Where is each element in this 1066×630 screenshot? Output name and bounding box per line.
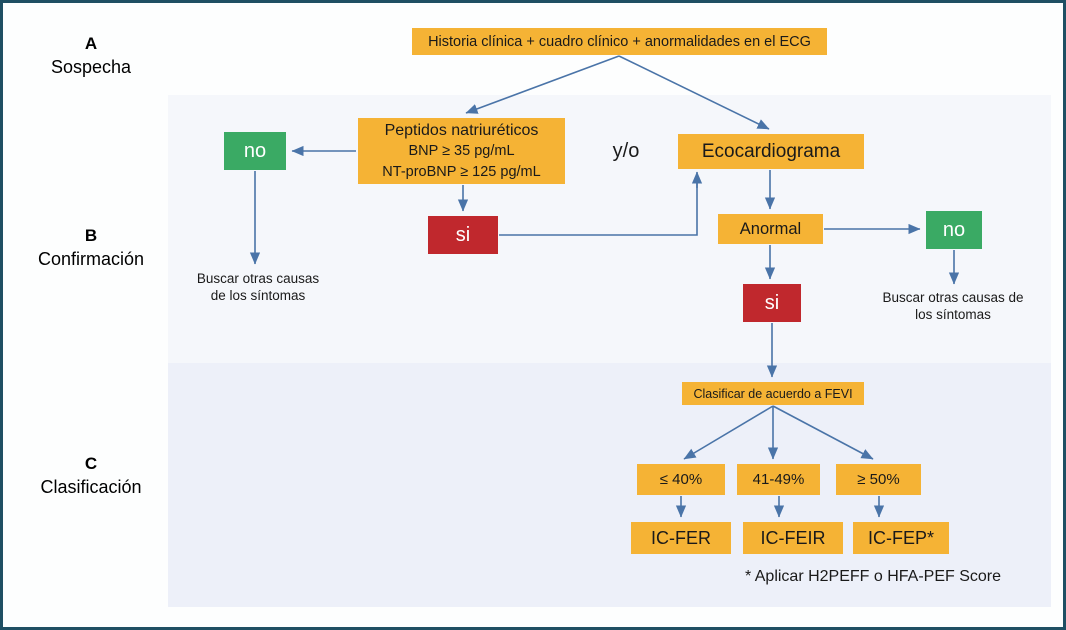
peptidos-line-1: Peptidos natriuréticos [384,121,539,139]
node-ic-fer: IC-FER [631,522,731,554]
node-fevi-intermedia: 41-49% [737,464,820,495]
section-letter-a: A [84,34,98,53]
node-anormal: Anormal [718,214,823,244]
section-label-c: C Clasificación [11,453,171,499]
node-no-anormal: no [926,211,982,249]
node-si-anormal: si [743,284,801,322]
node-no-peptidos: no [224,132,286,170]
node-ecocardiograma: Ecocardiograma [678,134,864,169]
node-fevi-preservada: ≥ 50% [836,464,921,495]
peptidos-line-2: BNP ≥ 35 pg/mL [408,142,515,159]
section-letter-b: B [84,226,98,245]
section-label-b: B Confirmación [11,225,171,271]
note-left-line-2: de los síntomas [210,288,306,303]
note-right-line-2: los síntomas [915,307,991,322]
section-name-a: Sospecha [50,57,132,77]
peptidos-line-3: NT-proBNP ≥ 125 pg/mL [382,163,541,180]
label-y-o: y/o [612,140,640,162]
section-label-a: A Sospecha [11,33,171,79]
note-right-line-1: Buscar otras causas de [882,290,1024,305]
section-name-b: Confirmación [37,249,145,269]
node-ic-feir: IC-FEIR [743,522,843,554]
note-buscar-otras-causas-izquierda: Buscar otras causas de los síntomas [178,270,338,304]
note-footnote-score: * Aplicar H2PEFF o HFA-PEF Score [744,568,1002,585]
section-name-c: Clasificación [40,477,142,497]
node-historia-clinica: Historia clínica + cuadro clínico + anor… [412,28,827,55]
note-left-line-1: Buscar otras causas [196,271,320,286]
node-si-peptidos: si [428,216,498,254]
node-fevi-reducida: ≤ 40% [637,464,725,495]
node-peptidos-natriureticos: Peptidos natriuréticos BNP ≥ 35 pg/mL NT… [358,118,565,184]
note-buscar-otras-causas-derecha: Buscar otras causas de los síntomas [863,289,1043,323]
node-clasificar-fevi: Clasificar de acuerdo a FEVI [682,382,864,405]
section-letter-c: C [84,454,98,473]
node-ic-fep: IC-FEP* [853,522,949,554]
